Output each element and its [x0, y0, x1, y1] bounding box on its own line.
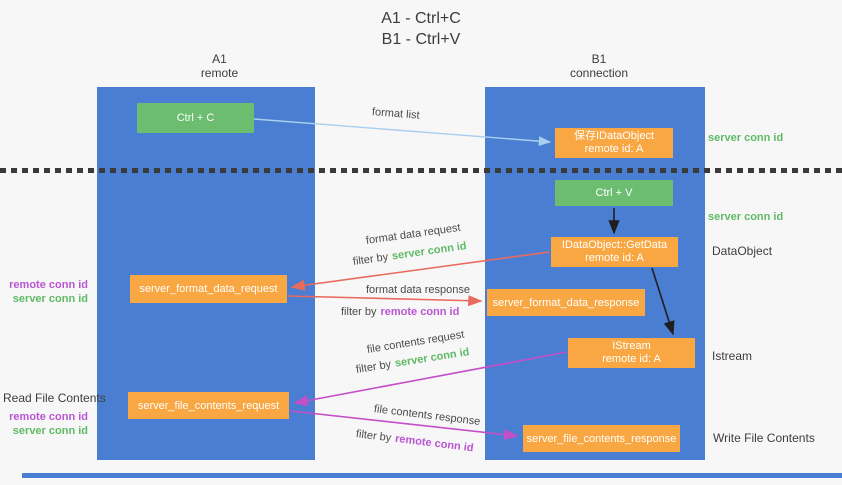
annotation-server-conn-id-1: server conn id: [12, 293, 88, 305]
annotation-dataobject: DataObject: [712, 244, 773, 258]
arrow-format-data-response: [287, 295, 483, 307]
title-line-ctrl-v: B1 - Ctrl+V: [381, 31, 461, 48]
title-line-ctrl-c: A1 - Ctrl+C: [381, 10, 461, 27]
node-save-line2: remote id: A: [584, 143, 644, 155]
node-idataobject-getdata: IDataObject::GetData remote id: A: [551, 237, 678, 267]
lane-header-b1: B1 connection: [485, 52, 713, 80]
node-format-req-label: server_format_data_request: [139, 283, 278, 295]
node-ctrl-v-label: Ctrl + V: [595, 187, 633, 199]
node-ctrl-c: Ctrl + C: [137, 103, 254, 133]
label-file-contents-response: file contents response: [373, 403, 481, 428]
filter-remote-conn-id: remote conn id: [394, 432, 475, 455]
node-getdata-line1: IDataObject::GetData: [561, 239, 668, 251]
lane-b1-name: B1: [591, 52, 607, 66]
annotation-write-file-contents: Write File Contents: [713, 431, 815, 445]
dotted-divider-line: [0, 168, 842, 173]
node-istream: IStream remote id: A: [568, 338, 695, 368]
node-save-idataobject: 保存IDataObject remote id: A: [555, 128, 673, 158]
annotation-remote-conn-id-2: remote conn id: [9, 411, 88, 423]
lane-header-a1: A1 remote: [97, 52, 342, 80]
annotation-istream: Istream: [712, 349, 753, 363]
node-server-file-contents-response: server_file_contents_response: [523, 425, 680, 452]
filter-server-conn-id: server conn id: [391, 240, 468, 263]
filter-remote-conn-id: remote conn id: [380, 306, 460, 318]
node-server-format-data-request: server_format_data_request: [130, 275, 287, 303]
annotation-server-conn-id-top: server conn id: [708, 132, 784, 144]
node-istream-line2: remote id: A: [602, 353, 661, 365]
label-format-data-response: format data response: [366, 284, 470, 296]
label-format-list: format list: [371, 106, 421, 122]
node-ctrl-c-label: Ctrl + C: [176, 112, 215, 124]
annotation-read-file-contents: Read File Contents: [3, 391, 106, 405]
filter-by-text: filter by: [341, 306, 377, 318]
annotation-server-conn-id-mid: server conn id: [708, 211, 784, 223]
filter-by-text: filter by: [352, 251, 389, 268]
annotation-server-conn-id-2: server conn id: [12, 425, 88, 437]
filter-by-text: filter by: [355, 358, 392, 376]
node-ctrl-v: Ctrl + V: [555, 180, 673, 206]
lane-a1-name: A1: [212, 52, 227, 66]
node-file-req-label: server_file_contents_request: [137, 399, 280, 412]
node-server-file-contents-request: server_file_contents_request: [128, 392, 289, 419]
node-istream-line1: IStream: [612, 340, 651, 352]
node-server-format-data-response: server_format_data_response: [487, 289, 645, 316]
node-format-resp-label: server_format_data_response: [492, 296, 640, 309]
lane-b1-role: connection: [569, 66, 629, 80]
diagram-title: A1 - Ctrl+C B1 - Ctrl+V: [0, 8, 842, 50]
node-save-line1: 保存IDataObject: [573, 130, 655, 142]
node-file-resp-label: server_file_contents_response: [526, 432, 677, 445]
annotation-remote-conn-id-1: remote conn id: [9, 279, 88, 291]
lane-a1-role: remote: [200, 66, 239, 80]
horizontal-scrollbar[interactable]: [22, 473, 842, 478]
node-getdata-line2: remote id: A: [585, 252, 644, 264]
annotation-conn-ids-file: remote conn id server conn id: [0, 410, 88, 438]
filter-by-text: filter by: [355, 428, 392, 445]
annotation-conn-ids-format: remote conn id server conn id: [0, 278, 88, 306]
